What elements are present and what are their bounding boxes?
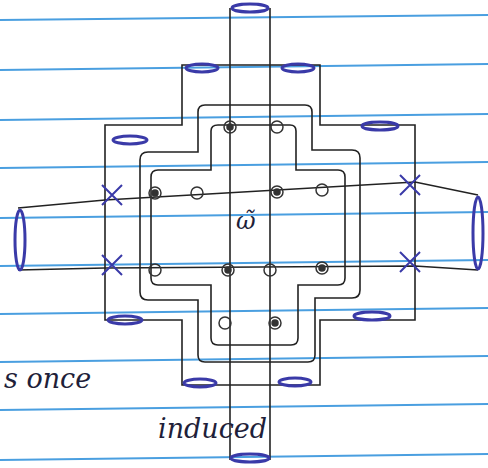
- boundary-circle: [186, 64, 218, 72]
- open-point: [271, 121, 283, 133]
- point-ring: [149, 187, 161, 199]
- boundary-circle: [362, 122, 398, 130]
- filled-point: [272, 320, 278, 326]
- filled-point: [319, 265, 325, 271]
- ruled-line: [0, 15, 488, 20]
- note-text: s once: [4, 364, 91, 394]
- boundary-circle: [184, 379, 216, 387]
- ruled-line: [0, 356, 488, 362]
- open-point: [316, 184, 328, 196]
- boundary-circle: [473, 197, 483, 269]
- filled-point: [152, 190, 158, 196]
- inner-cross-curve: [151, 125, 345, 345]
- point-ring: [224, 121, 236, 133]
- boundary-circle: [108, 316, 142, 324]
- vertical-tube-edge: [269, 8, 271, 460]
- boundary-circle: [282, 64, 314, 72]
- filled-point: [225, 267, 231, 273]
- note-text: induced: [158, 414, 267, 444]
- surface-label: ω̃: [236, 208, 256, 234]
- point-ring: [271, 186, 283, 198]
- cross-marks: [102, 175, 420, 275]
- ruled-line: [0, 404, 488, 410]
- marked-points: [149, 121, 328, 329]
- boundary-circle: [231, 454, 269, 462]
- open-point: [191, 187, 203, 199]
- filled-point: [274, 189, 280, 195]
- horizontal-tube-edge: [18, 266, 478, 270]
- plus-surface: [105, 65, 415, 385]
- boundary-circle: [232, 4, 268, 12]
- filled-point: [227, 124, 233, 130]
- open-point: [149, 264, 161, 276]
- cross-mark: [400, 252, 420, 272]
- point-ring: [316, 262, 328, 274]
- boundary-circle: [279, 378, 311, 386]
- vertical-tube-edge: [229, 8, 231, 460]
- cross-mark: [102, 255, 122, 275]
- boundary-circle: [354, 312, 390, 320]
- open-point: [264, 264, 276, 276]
- point-ring: [269, 317, 281, 329]
- ruled-lines: [0, 15, 488, 460]
- boundary-circle: [15, 210, 25, 270]
- cross-mark: [400, 175, 420, 195]
- open-point: [219, 317, 231, 329]
- ruled-line: [0, 114, 488, 120]
- point-ring: [222, 264, 234, 276]
- outer-cross-curve: [140, 105, 360, 362]
- cross-mark: [102, 185, 122, 205]
- boundary-circle: [113, 136, 147, 144]
